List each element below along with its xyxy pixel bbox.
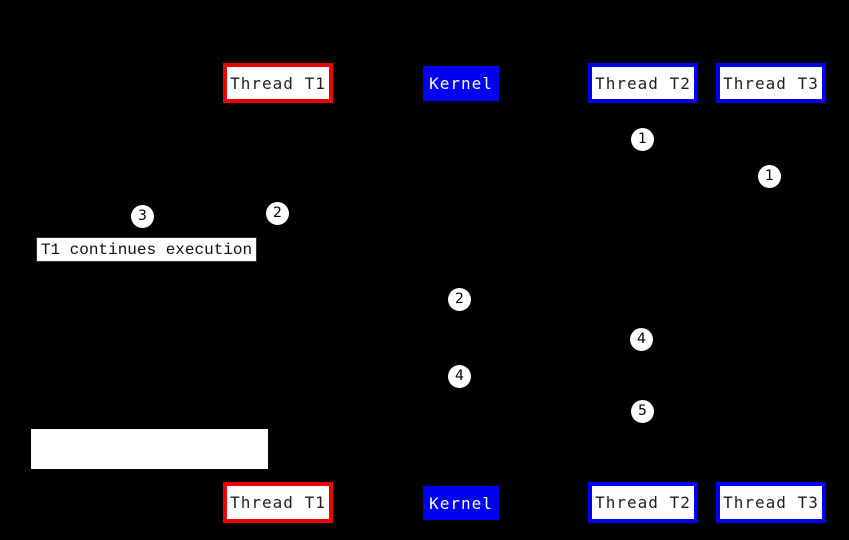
step-marker-3: 3: [131, 205, 154, 228]
kernel-label-top: Kernel: [429, 74, 493, 93]
thread-t1-box-bottom: Thread T1: [223, 482, 333, 523]
step-marker-1-t2: 1: [631, 128, 654, 151]
note-t1-continues-execution: T1 continues execution: [36, 237, 257, 262]
step-marker-4-kernel: 4: [448, 365, 471, 388]
thread-t3-box-top: Thread T3: [716, 63, 826, 103]
kernel-box-bottom: Kernel: [423, 486, 499, 520]
thread-t3-label-top: Thread T3: [723, 73, 819, 93]
thread-t1-box-top: Thread T1: [223, 63, 333, 103]
step-marker-2-t1: 2: [266, 202, 289, 225]
step-marker-2-kernel: 2: [448, 288, 471, 311]
step-marker-5-t2: 5: [631, 400, 654, 423]
thread-t2-label-bottom: Thread T2: [595, 493, 691, 512]
thread-t1-label-bottom: Thread T1: [230, 493, 326, 512]
thread-t2-label-top: Thread T2: [595, 73, 691, 93]
thread-t3-label-bottom: Thread T3: [723, 493, 819, 512]
step-marker-4-t2: 4: [630, 328, 653, 351]
kernel-box-top: Kernel: [423, 66, 499, 101]
thread-t3-box-bottom: Thread T3: [716, 482, 826, 523]
blank-label-box: [31, 429, 268, 469]
thread-t2-box-top: Thread T2: [588, 63, 698, 103]
kernel-label-bottom: Kernel: [429, 493, 493, 513]
thread-t2-box-bottom: Thread T2: [588, 482, 698, 523]
step-marker-1-t3: 1: [758, 165, 781, 188]
thread-t1-label-top: Thread T1: [230, 73, 326, 93]
